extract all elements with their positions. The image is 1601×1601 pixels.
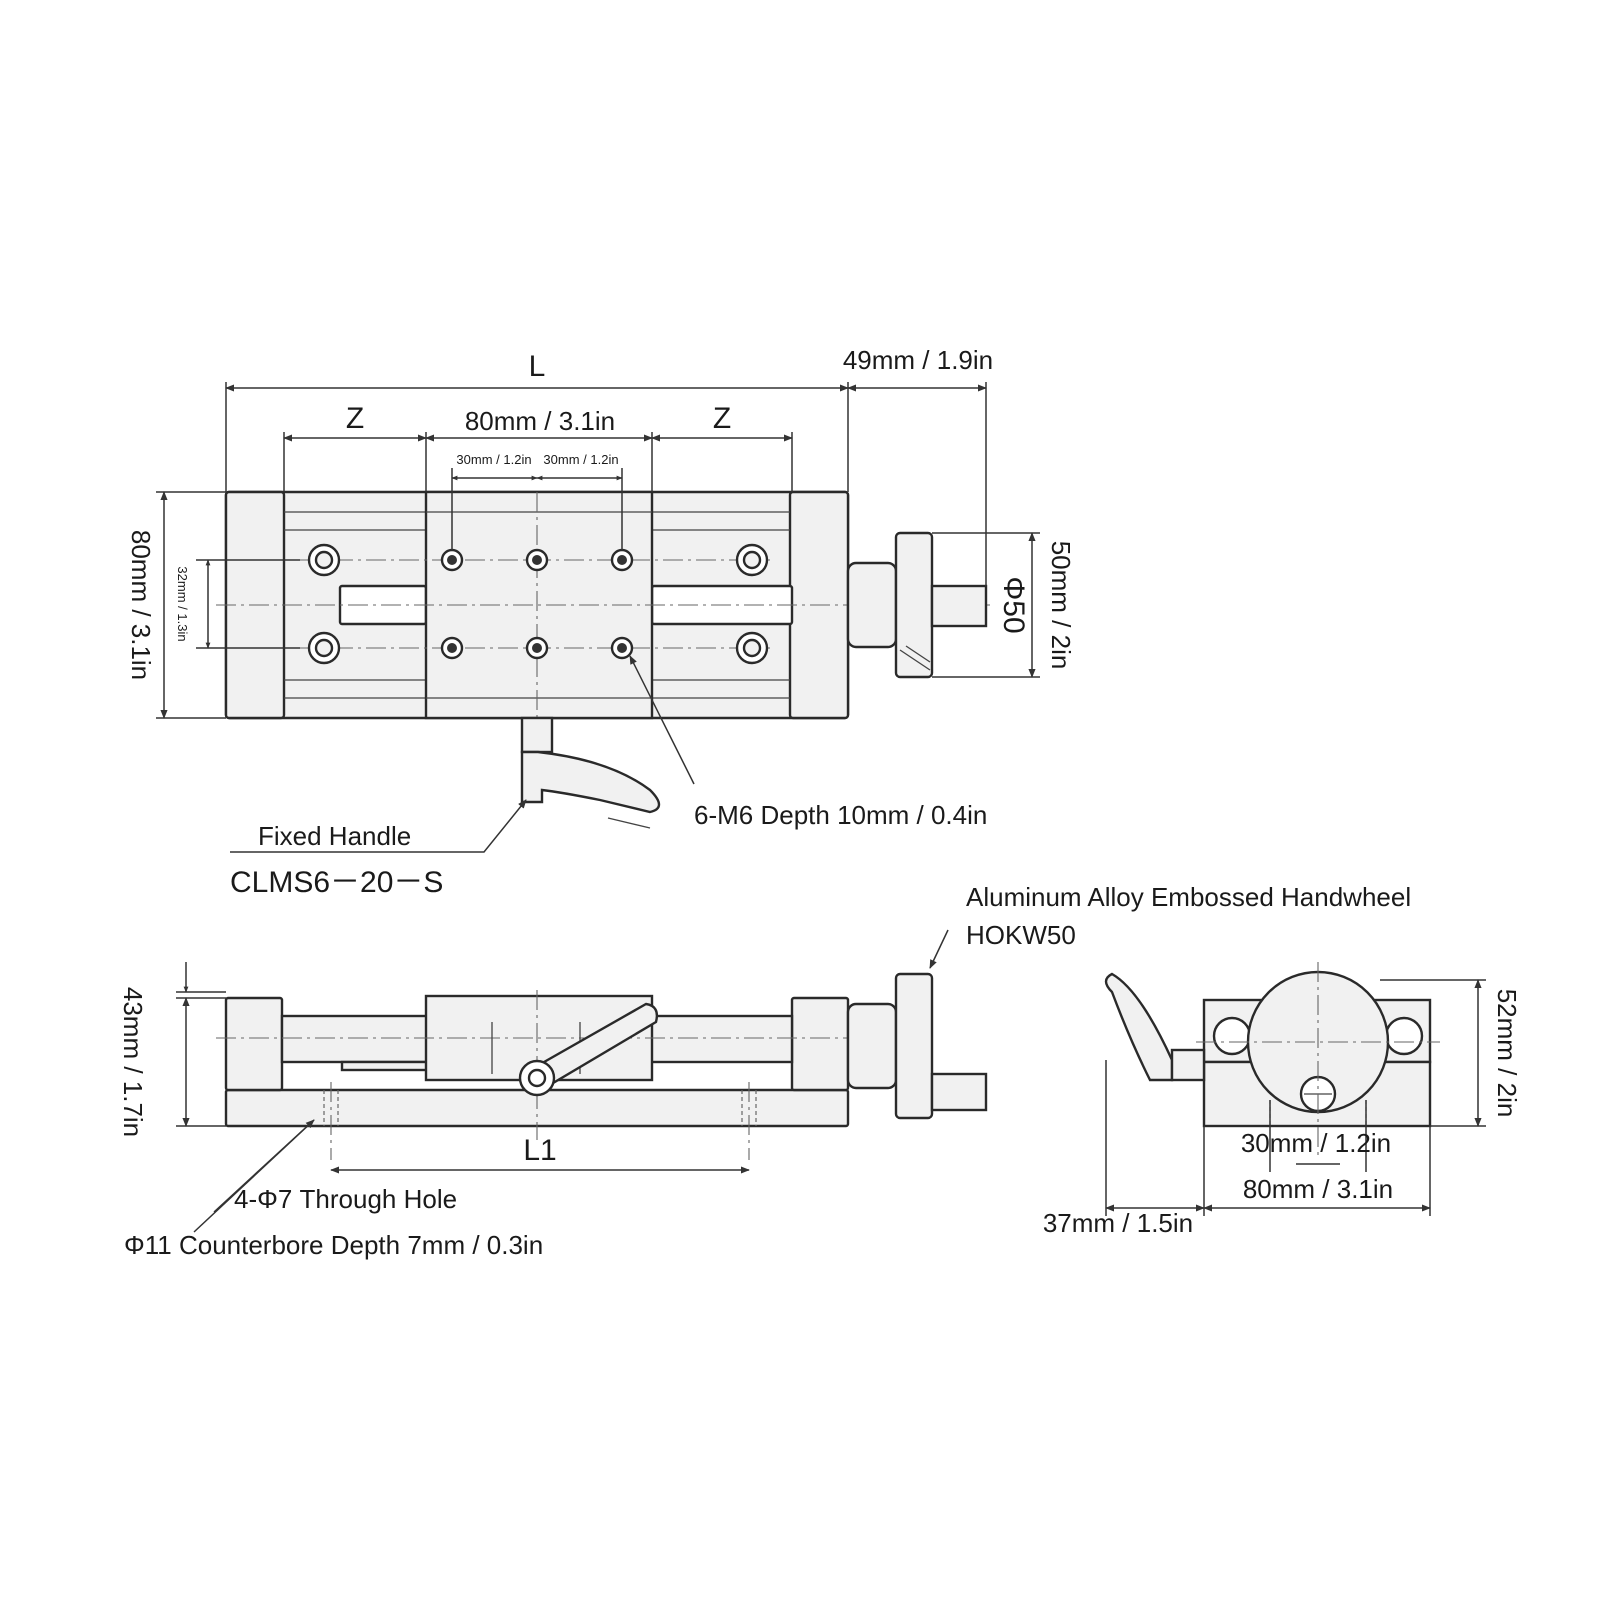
dim-height-side: 43mm / 1.7in	[118, 987, 148, 1137]
fixed-handle-top	[520, 716, 661, 829]
tapped-holes-top	[440, 548, 634, 660]
counterbore-hole-end-right	[1384, 1016, 1424, 1056]
end-block-side-left	[224, 996, 284, 1092]
label-handle-part: CLMS6－20－S	[230, 866, 443, 899]
label-tapped-holes: 6-M6 Depth 10mm / 0.4in	[694, 800, 987, 830]
side-view: 43mm / 1.7in L1 4-Φ7 Through Hole Φ11 Co…	[118, 882, 1411, 1260]
fixed-handle-end	[1104, 972, 1174, 1082]
clamp-lever-side	[527, 1002, 659, 1088]
dim-handwheel-dia: Φ50	[997, 576, 1030, 633]
label-handwheel-title: Aluminum Alloy Embossed Handwheel	[966, 882, 1411, 912]
dim-handwheel-height: 50mm / 2in	[1046, 541, 1076, 670]
dim-z-left: Z	[346, 402, 364, 435]
handwheel-side	[846, 972, 988, 1120]
counterbore-hole-end-left	[1212, 1016, 1252, 1056]
top-view: L 49mm / 1.9in Z 80mm / 3.1in Z 30mm / 1…	[126, 345, 1076, 899]
dim-width-top: 80mm / 3.1in	[126, 530, 156, 680]
dim-hole-pitch-end: 30mm / 1.2in	[1241, 1128, 1391, 1158]
dim-row-pitch: 32mm / 1.3in	[175, 566, 190, 641]
dim-l1: L1	[523, 1134, 556, 1167]
dim-hole-pitch-left: 30mm / 1.2in	[456, 452, 531, 467]
dim-length-L: L	[529, 350, 546, 383]
label-handwheel-part: HOKW50	[966, 920, 1076, 950]
dim-width-end: 80mm / 3.1in	[1243, 1174, 1393, 1204]
dim-handle-offset: 37mm / 1.5in	[1043, 1208, 1193, 1238]
label-fixed-handle: Fixed Handle	[258, 821, 411, 851]
end-view: 52mm / 2in 30mm / 1.2in 80mm / 3.1in 37m…	[1043, 962, 1522, 1238]
label-counterbore: Φ11 Counterbore Depth 7mm / 0.3in	[124, 1230, 543, 1260]
dim-z-right: Z	[713, 402, 731, 435]
dim-hole-pitch-right: 30mm / 1.2in	[543, 452, 618, 467]
end-block-side-right	[790, 996, 850, 1092]
dim-center-span: 80mm / 3.1in	[465, 406, 615, 436]
dim-height-end: 52mm / 2in	[1492, 989, 1522, 1118]
label-through-hole: 4-Φ7 Through Hole	[234, 1184, 457, 1214]
handwheel-top	[846, 531, 988, 679]
counterbore-holes-top	[307, 543, 769, 665]
dim-handwheel-offset: 49mm / 1.9in	[843, 345, 993, 375]
